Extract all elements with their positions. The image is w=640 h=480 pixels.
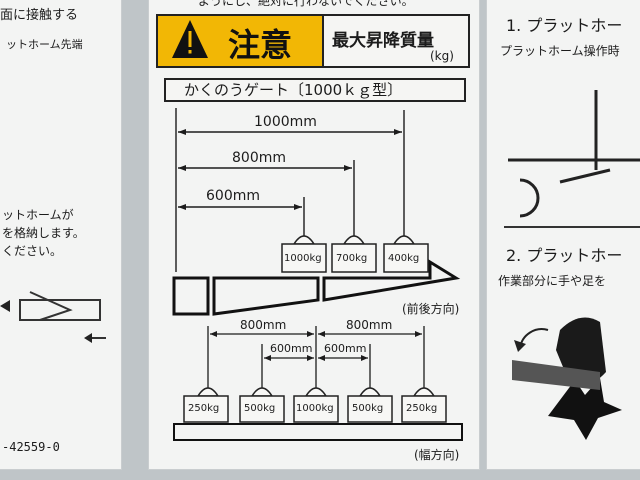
- dim-label-800: 800mm: [232, 150, 286, 166]
- gate-width-bar: [173, 423, 463, 441]
- right-illustration-1: [508, 90, 640, 218]
- step1-subtitle: プラットホーム操作時: [500, 44, 620, 58]
- weight-bottom-5: 250kg: [406, 403, 438, 414]
- caution-banner: [156, 14, 324, 68]
- caution-text: 注意: [228, 26, 293, 64]
- hand-warning-icon: [512, 317, 622, 440]
- weight-top-1000: 1000kg: [284, 253, 322, 264]
- front-back-direction: (前後方向): [402, 302, 460, 316]
- step1-title: 1. プラットホー: [506, 16, 623, 35]
- width-direction: (幅方向): [414, 448, 460, 462]
- dim-bottom-800-left: 800mm: [240, 318, 287, 332]
- left-text-4: を格納します。: [2, 226, 85, 240]
- max-load-label: 最大昇降質量: [332, 31, 434, 51]
- weight-top-700: 700kg: [336, 253, 368, 264]
- top-cut-text: ようにし、絶対に行わないでください。: [198, 0, 414, 8]
- weight-bottom-3: 1000kg: [296, 403, 334, 414]
- weight-bottom-4: 500kg: [352, 403, 384, 414]
- gate-side-view: [172, 259, 461, 316]
- left-text-3: ットホームが: [2, 208, 74, 222]
- dim-bottom-600-left: 600mm: [270, 342, 313, 355]
- left-illustration: [19, 291, 106, 339]
- weight-bottom-1: 250kg: [188, 403, 220, 414]
- step2-subtitle: 作業部分に手や足を: [498, 274, 607, 288]
- dim-bottom-600-right: 600mm: [324, 342, 367, 355]
- left-text-1: 面に接触する: [0, 8, 79, 23]
- left-text-5: ください。: [2, 244, 63, 258]
- dim-label-600: 600mm: [206, 188, 260, 204]
- left-text-2: ットホーム先端: [6, 38, 83, 51]
- left-panel: [0, 0, 122, 470]
- max-load-unit: (kg): [430, 49, 454, 63]
- step2-title: 2. プラットホー: [506, 246, 623, 265]
- dim-bottom-800-right: 800mm: [346, 318, 393, 332]
- weight-top-400: 400kg: [388, 253, 420, 264]
- weight-bottom-2: 500kg: [244, 403, 276, 414]
- dim-label-1000: 1000mm: [254, 114, 317, 130]
- max-load-box: [324, 14, 470, 68]
- warning-triangle-icon: [172, 20, 208, 58]
- part-code: -42559-0: [2, 440, 60, 454]
- right-panel: [486, 0, 640, 470]
- gate-label-box: [164, 78, 466, 102]
- gate-label-text: かくのうゲート〔1000ｋｇ型〕: [184, 81, 403, 99]
